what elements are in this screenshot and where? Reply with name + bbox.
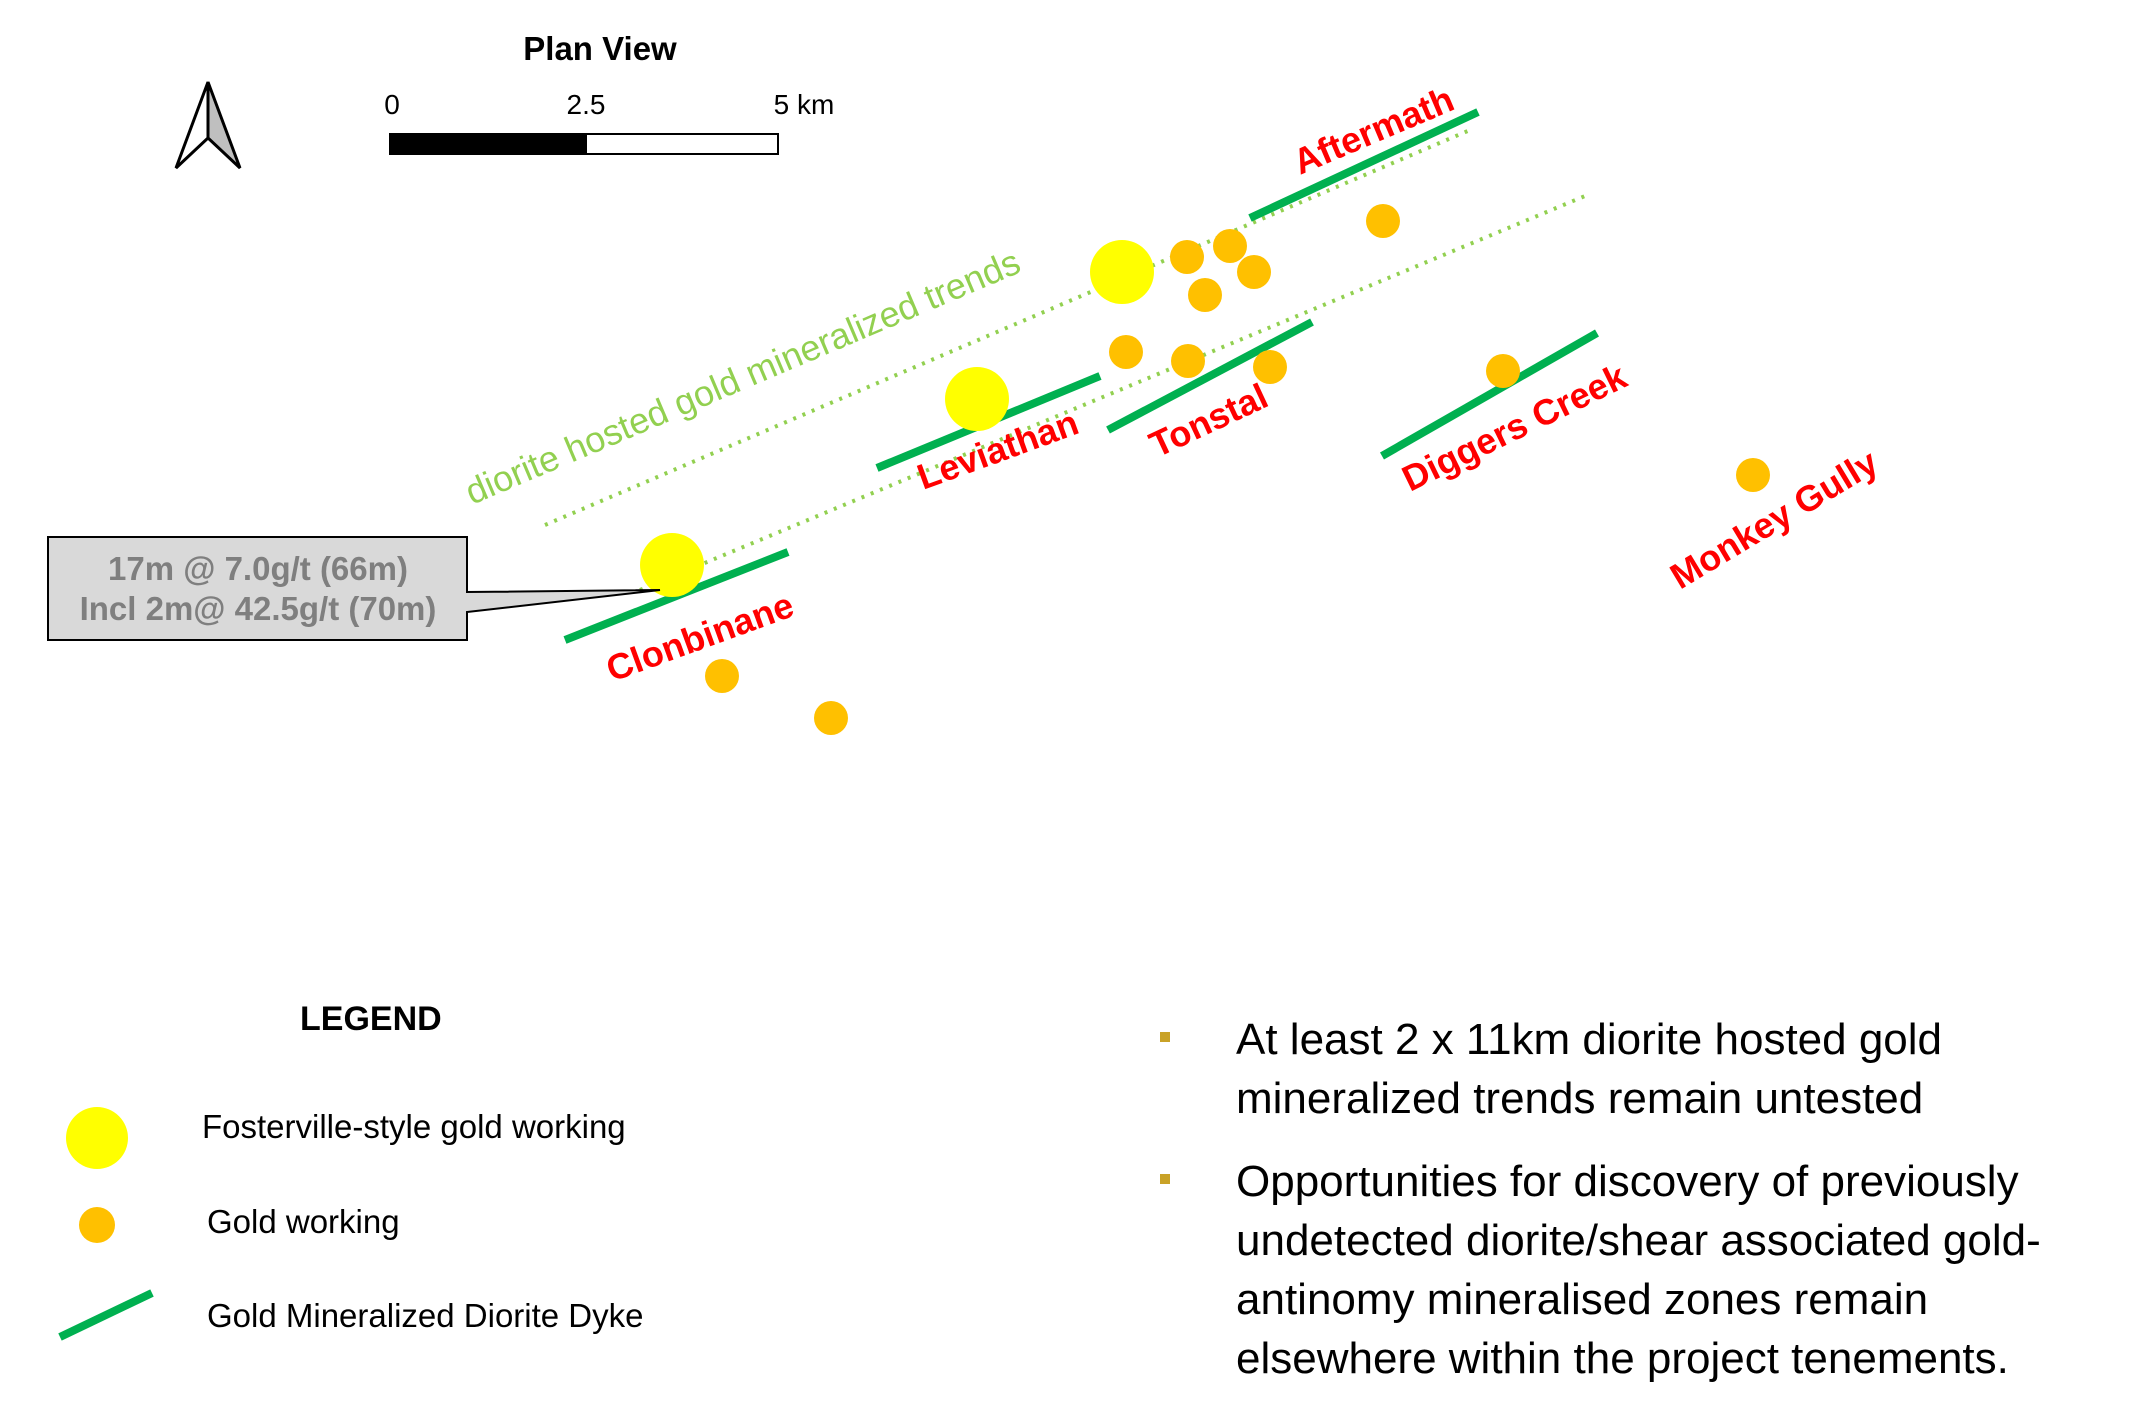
gold-working [1170,240,1204,274]
gold-working [1736,458,1770,492]
bullet-square-icon [1160,1032,1170,1042]
legend-gold-working-symbol [79,1207,115,1243]
legend-label-fosterville: Fosterville-style gold working [202,1108,626,1145]
callout-line-1: 17m @ 7.0g/t (66m) [108,550,408,587]
gold-working [1366,204,1400,238]
bullet-item: At least 2 x 11km diorite hosted gold mi… [1160,1010,2120,1128]
gold-working [1109,335,1143,369]
gold-working [814,701,848,735]
label-monkey-gully: Monkey Gully [1663,441,1885,597]
dyke-tonstal [1106,318,1314,434]
gold-working [1253,350,1287,384]
legend-title: LEGEND [300,1000,442,1038]
gold-working [1213,229,1247,263]
bullet-list: At least 2 x 11km diorite hosted gold mi… [1160,1010,2120,1412]
gold-working [1237,255,1271,289]
legend-label-gold-working: Gold working [207,1203,400,1240]
callout-line-2: Incl 2m@ 42.5g/t (70m) [80,590,437,627]
label-tonstal: Tonstal [1143,375,1274,465]
dyke-diggers-creek [1380,329,1599,460]
bullet-text: At least 2 x 11km diorite hosted gold mi… [1236,1015,1943,1123]
fosterville-working [640,533,704,597]
legend-label-dyke: Gold Mineralized Diorite Dyke [207,1297,644,1334]
gold-workings [705,204,1770,735]
gold-working [1486,354,1520,388]
trend-line-south [639,194,1586,592]
fosterville-working [945,367,1009,431]
drill-intercept-callout: 17m @ 7.0g/t (66m) Incl 2m@ 42.5g/t (70m… [47,536,661,641]
gold-working [1171,344,1205,378]
gold-working [705,659,739,693]
bullet-square-icon [1160,1174,1170,1184]
north-arrow-icon [174,81,242,170]
scale-bar: 0 2.5 5 km [384,89,835,155]
label-clonbinane: Clonbinane [601,584,799,690]
legend-fosterville-symbol [66,1107,128,1169]
dyke-aftermath [1248,108,1480,222]
scale-label-mid: 2.5 [567,89,606,120]
fosterville-working [1090,240,1154,304]
scale-label-0: 0 [384,89,400,120]
bullet-text: Opportunities for discovery of previousl… [1236,1157,2041,1383]
scale-label-end: 5 km [774,89,835,120]
map-title: Plan View [523,30,677,67]
legend-dyke-symbol [58,1289,154,1341]
bullet-item: Opportunities for discovery of previousl… [1160,1152,2120,1388]
gold-working [1188,278,1222,312]
trend-line-north [544,128,1471,527]
